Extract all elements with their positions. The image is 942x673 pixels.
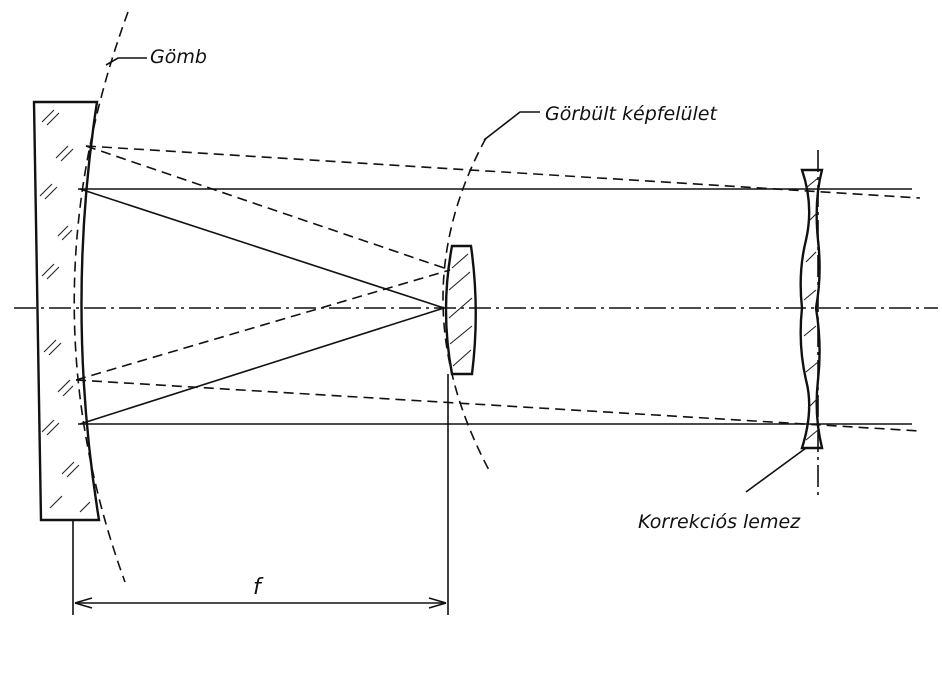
oblique-rays <box>75 145 921 432</box>
sphere-arc <box>73 11 129 583</box>
label-focal-length: f <box>253 575 264 600</box>
axial-rays <box>78 188 912 425</box>
leader-lines <box>105 57 807 493</box>
mirror-hatching <box>39 109 91 513</box>
label-curved-image-surface: Görbült képfelület <box>545 103 718 125</box>
field-lens <box>444 244 477 376</box>
curved-image-surface-arc <box>442 137 491 473</box>
correction-plate <box>799 168 824 450</box>
label-sphere: Gömb <box>150 46 207 68</box>
focal-length-dimension <box>72 374 449 615</box>
label-corrector-plate: Korrekciós lemez <box>638 511 801 533</box>
